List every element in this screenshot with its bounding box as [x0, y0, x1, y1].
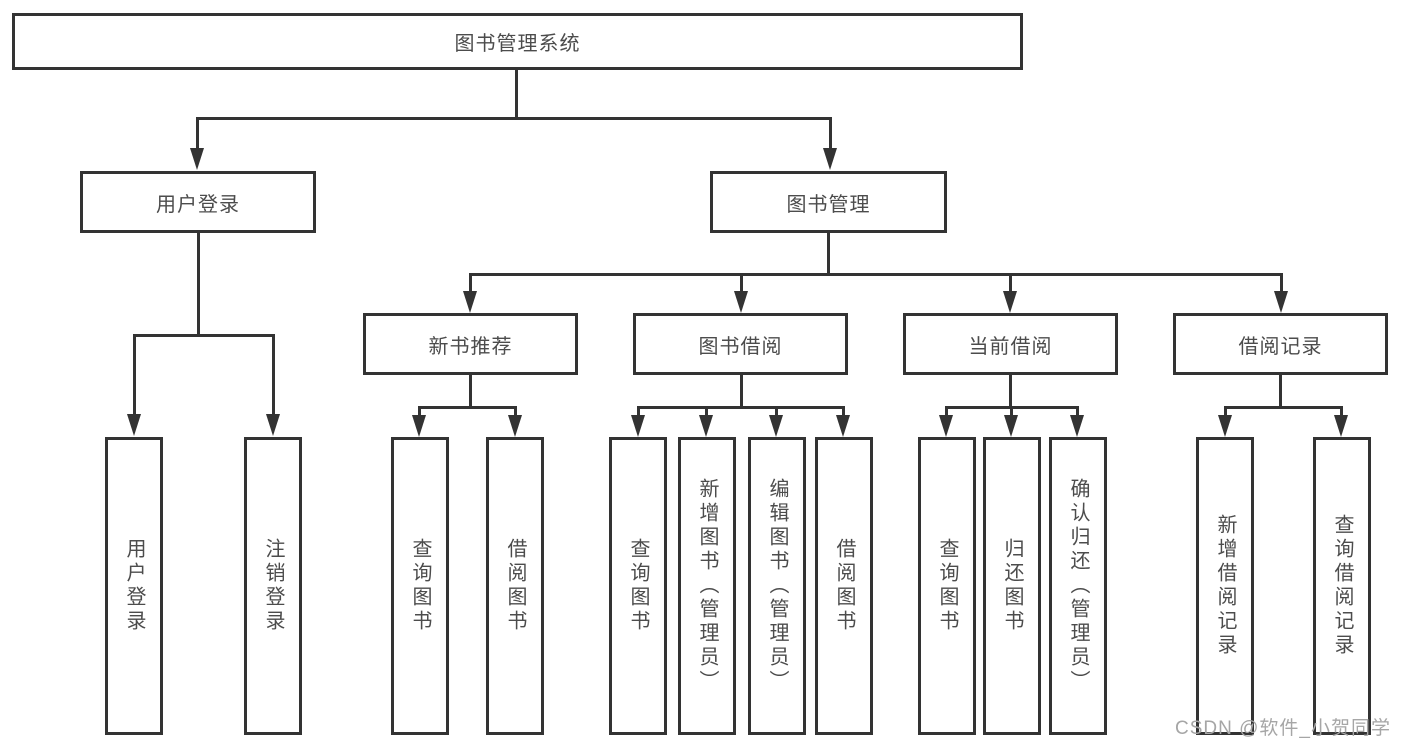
leaf-user-login: 用户登录 — [105, 437, 163, 735]
connector-line — [775, 406, 778, 417]
connector-line — [1224, 406, 1343, 409]
leaf-label: 查询图书 — [627, 538, 649, 634]
leaf-label: 查询借阅记录 — [1331, 514, 1353, 658]
leaf-label: 注销登录 — [262, 538, 284, 634]
arrow-down-icon — [939, 415, 953, 437]
leaf-label: 确认归还（管理员） — [1067, 478, 1089, 694]
node-user-login-branch: 用户登录 — [80, 171, 316, 233]
arrow-down-icon — [1274, 291, 1288, 313]
connector-line — [637, 406, 640, 417]
leaf-query-borrow-record: 查询借阅记录 — [1313, 437, 1371, 735]
connector-line — [1009, 375, 1012, 408]
arrow-down-icon — [1334, 415, 1348, 437]
connector-line — [133, 334, 136, 416]
node-label: 图书管理 — [786, 193, 871, 216]
connector-line — [1010, 406, 1013, 417]
leaf-label: 查询图书 — [409, 538, 431, 634]
leaf-return-books: 归还图书 — [983, 437, 1041, 735]
arrow-down-icon — [266, 414, 280, 436]
arrow-down-icon — [699, 415, 713, 437]
leaf-add-books-admin: 新增图书（管理员） — [678, 437, 736, 735]
arrow-down-icon — [631, 415, 645, 437]
connector-line — [945, 406, 948, 417]
connector-line — [469, 273, 1283, 276]
connector-line — [1009, 273, 1012, 295]
node-root-label: 图书管理系统 — [454, 33, 581, 55]
arrow-down-icon — [508, 415, 522, 437]
leaf-query-books-borrow: 查询图书 — [609, 437, 667, 735]
connector-line — [1279, 375, 1282, 408]
connector-line — [196, 117, 199, 151]
connector-line — [197, 233, 200, 335]
connector-line — [842, 406, 845, 417]
connector-line — [1224, 406, 1227, 417]
arrow-down-icon — [823, 148, 837, 170]
leaf-query-books-recommend: 查询图书 — [391, 437, 449, 735]
node-new-book-recommend: 新书推荐 — [363, 313, 578, 375]
leaf-logout: 注销登录 — [244, 437, 302, 735]
leaf-query-books-current: 查询图书 — [918, 437, 976, 735]
node-label: 新书推荐 — [428, 335, 513, 358]
connector-line — [740, 375, 743, 408]
leaf-borrow-books: 借阅图书 — [815, 437, 873, 735]
connector-line — [418, 406, 421, 417]
leaf-label: 借阅图书 — [833, 538, 855, 634]
arrow-down-icon — [1003, 291, 1017, 313]
leaf-label: 编辑图书（管理员） — [766, 478, 788, 694]
arrow-down-icon — [1004, 415, 1018, 437]
connector-line — [1076, 406, 1079, 417]
leaf-confirm-return-admin: 确认归还（管理员） — [1049, 437, 1107, 735]
connector-line — [515, 70, 518, 118]
node-book-management-branch: 图书管理 — [710, 171, 947, 233]
connector-line — [1340, 406, 1343, 417]
connector-line — [827, 233, 830, 275]
leaf-label: 新增图书（管理员） — [696, 478, 718, 694]
node-label: 用户登录 — [156, 193, 240, 216]
connector-line — [469, 375, 472, 408]
connector-line — [196, 117, 832, 120]
connector-line — [705, 406, 708, 417]
node-root: 图书管理系统 — [12, 13, 1023, 70]
arrow-down-icon — [769, 415, 783, 437]
node-book-borrow: 图书借阅 — [633, 313, 848, 375]
leaf-label: 新增借阅记录 — [1214, 514, 1236, 658]
node-borrow-records: 借阅记录 — [1173, 313, 1388, 375]
connector-line — [637, 406, 845, 409]
connector-line — [133, 334, 275, 337]
connector-line — [1280, 273, 1283, 295]
leaf-borrow-books-recommend: 借阅图书 — [486, 437, 544, 735]
node-label: 当前借阅 — [968, 335, 1053, 358]
node-label: 图书借阅 — [698, 335, 783, 358]
leaf-add-borrow-record: 新增借阅记录 — [1196, 437, 1254, 735]
arrow-down-icon — [412, 415, 426, 437]
node-current-borrow: 当前借阅 — [903, 313, 1118, 375]
leaf-label: 用户登录 — [123, 538, 145, 634]
leaf-edit-books-admin: 编辑图书（管理员） — [748, 437, 806, 735]
arrow-down-icon — [1218, 415, 1232, 437]
csdn-watermark: CSDN @软件_小贺同学 — [1175, 718, 1391, 739]
arrow-down-icon — [463, 291, 477, 313]
arrow-down-icon — [1070, 415, 1084, 437]
connector-line — [272, 334, 275, 416]
connector-line — [514, 406, 517, 417]
connector-line — [829, 117, 832, 151]
arrow-down-icon — [190, 148, 204, 170]
arrow-down-icon — [836, 415, 850, 437]
node-label: 借阅记录 — [1238, 335, 1323, 358]
connector-line — [469, 273, 472, 295]
connector-line — [740, 273, 743, 295]
connector-line — [418, 406, 517, 409]
leaf-label: 查询图书 — [936, 538, 958, 634]
arrow-down-icon — [127, 414, 141, 436]
leaf-label: 归还图书 — [1001, 538, 1023, 634]
arrow-down-icon — [734, 291, 748, 313]
leaf-label: 借阅图书 — [504, 538, 526, 634]
